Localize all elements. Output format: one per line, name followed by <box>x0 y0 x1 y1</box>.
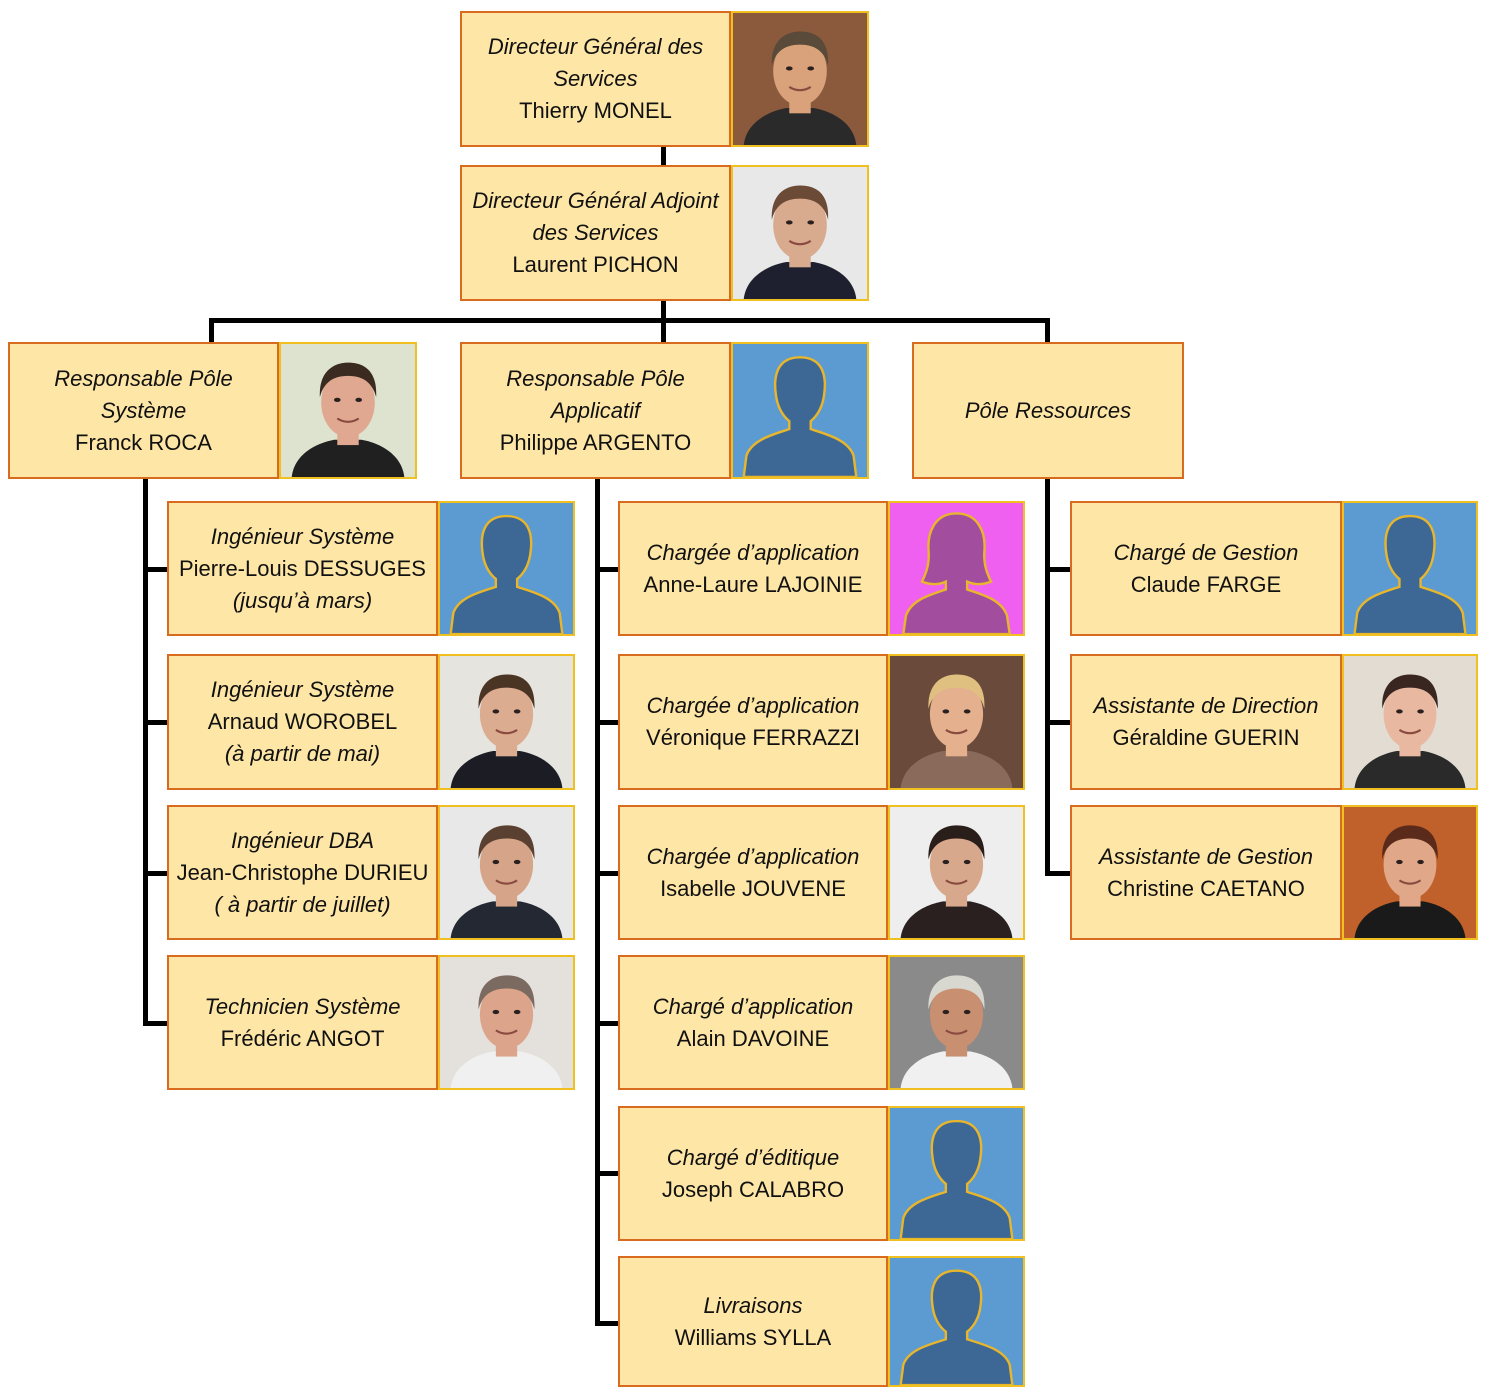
avatar-frederic-angot <box>438 955 575 1090</box>
connector <box>143 1021 168 1026</box>
node-role: Ingénieur DBA <box>230 827 375 853</box>
node-role: Chargée d’application <box>646 539 860 565</box>
node-name: Alain DAVOINE <box>676 1025 830 1051</box>
connector <box>661 146 666 166</box>
node-ce: Chargé d’éditique Joseph CALABRO <box>618 1106 888 1241</box>
node-cg: Chargé de Gestion Claude FARGE <box>1070 501 1342 636</box>
connector <box>143 871 168 876</box>
node-role: Chargée d’application <box>646 693 860 718</box>
node-role: Assistante de Gestion <box>1098 843 1313 869</box>
node-name: Christine CAETANO <box>1107 875 1305 901</box>
node-note: ( à partir de juillet) <box>214 891 391 917</box>
node-name: Franck ROCA <box>75 429 212 455</box>
node-ts: Technicien Système Frédéric ANGOT <box>167 955 438 1090</box>
node-role: Directeur Général Adjoint des Services <box>472 188 719 245</box>
node-role: Livraisons <box>703 1292 803 1318</box>
avatar-williams-sylla <box>888 1256 1025 1387</box>
node-ca1: Chargée d’application Anne-Laure LAJOINI… <box>618 501 888 636</box>
connector <box>143 567 168 572</box>
node-name: Claude FARGE <box>1130 571 1282 597</box>
node-name: Williams SYLLA <box>674 1324 832 1350</box>
node-name: Véronique FERRAZZI <box>646 725 860 750</box>
avatar-philippe-argento <box>731 342 869 479</box>
node-name: Joseph CALABRO <box>661 1176 845 1202</box>
node-liv: Livraisons Williams SYLLA <box>618 1256 888 1387</box>
connector <box>595 1021 620 1026</box>
connector <box>1045 318 1050 342</box>
avatar-pierre-louis-dessuges <box>438 501 575 636</box>
node-name: Frédéric ANGOT <box>220 1025 385 1051</box>
node-role: Chargé d’application <box>652 993 854 1019</box>
node-pole-ressources: Pôle Ressources <box>912 342 1184 479</box>
avatar-isabelle-jouvene <box>888 805 1025 940</box>
node-role: Ingénieur Système <box>210 523 395 549</box>
node-name: Isabelle JOUVENE <box>660 875 846 901</box>
node-note: (à partir de mai) <box>224 741 381 766</box>
node-dba: Ingénieur DBA Jean-Christophe DURIEU ( à… <box>167 805 438 940</box>
connector <box>595 1321 620 1326</box>
node-role: Pôle Ressources <box>964 397 1132 423</box>
avatar-laurent-pichon <box>731 165 869 301</box>
node-dgs: Directeur Général des Services Thierry M… <box>460 11 731 147</box>
node-name: Anne-Laure LAJOINIE <box>643 571 863 597</box>
connector <box>1045 720 1070 725</box>
node-role: Responsable Pôle Système <box>54 365 233 423</box>
node-ag: Assistante de Gestion Christine CAETANO <box>1070 805 1342 940</box>
node-role: Chargée d’application <box>646 843 860 869</box>
node-ca4: Chargé d’application Alain DAVOINE <box>618 955 888 1090</box>
connector <box>1045 567 1070 572</box>
connector <box>143 479 148 1026</box>
node-is1: Ingénieur Système Pierre-Louis DESSUGES … <box>167 501 438 636</box>
connector <box>595 1171 620 1176</box>
node-is2: Ingénieur Système Arnaud WOROBEL (à part… <box>167 654 438 790</box>
connector <box>143 720 168 725</box>
node-name: Géraldine GUERIN <box>1112 725 1300 750</box>
connector <box>595 720 620 725</box>
avatar-anne-laure-lajoinie <box>888 501 1025 636</box>
connector <box>1045 479 1050 876</box>
node-dgas: Directeur Général Adjoint des Services L… <box>460 165 731 301</box>
node-name: Jean-Christophe DURIEU <box>176 859 429 885</box>
node-name: Thierry MONEL <box>519 98 672 123</box>
node-role: Assistante de Direction <box>1093 693 1319 718</box>
avatar-christine-caetano <box>1342 805 1478 940</box>
node-role: Responsable Pôle Applicatif <box>506 365 685 423</box>
connector <box>1045 871 1070 876</box>
avatar-claude-farge <box>1342 501 1478 636</box>
avatar-franck-roca <box>279 342 417 479</box>
node-ca3: Chargée d’application Isabelle JOUVENE <box>618 805 888 940</box>
connector <box>661 318 666 342</box>
avatar-arnaud-worobel <box>438 654 575 790</box>
node-role: Technicien Système <box>204 993 401 1019</box>
node-note: (jusqu’à mars) <box>232 587 373 613</box>
avatar-geraldine-guerin <box>1342 654 1478 790</box>
connector <box>595 479 600 1326</box>
node-name: Philippe ARGENTO <box>499 429 692 455</box>
avatar-jean-christophe-durieu <box>438 805 575 940</box>
node-role: Ingénieur Système <box>210 677 395 702</box>
node-role: Directeur Général des Services <box>487 34 704 91</box>
connector <box>595 567 620 572</box>
avatar-joseph-calabro <box>888 1106 1025 1241</box>
node-rps: Responsable Pôle Système Franck ROCA <box>8 342 279 479</box>
node-name: Arnaud WOROBEL <box>207 709 398 734</box>
avatar-thierry-monel <box>731 11 869 147</box>
node-ad: Assistante de Direction Géraldine GUERIN <box>1070 654 1342 790</box>
connector <box>209 318 214 342</box>
connector <box>595 871 620 876</box>
node-role: Chargé d’éditique <box>666 1144 840 1170</box>
avatar-alain-davoine <box>888 955 1025 1090</box>
node-ca2: Chargée d’application Véronique FERRAZZI <box>618 654 888 790</box>
node-role: Chargé de Gestion <box>1113 539 1299 565</box>
node-name: Pierre-Louis DESSUGES <box>179 555 426 581</box>
connector <box>209 318 1050 323</box>
node-name: Laurent PICHON <box>512 252 679 277</box>
node-rpa: Responsable Pôle Applicatif Philippe ARG… <box>460 342 731 479</box>
connector <box>661 301 666 321</box>
avatar-veronique-ferrazzi <box>888 654 1025 790</box>
